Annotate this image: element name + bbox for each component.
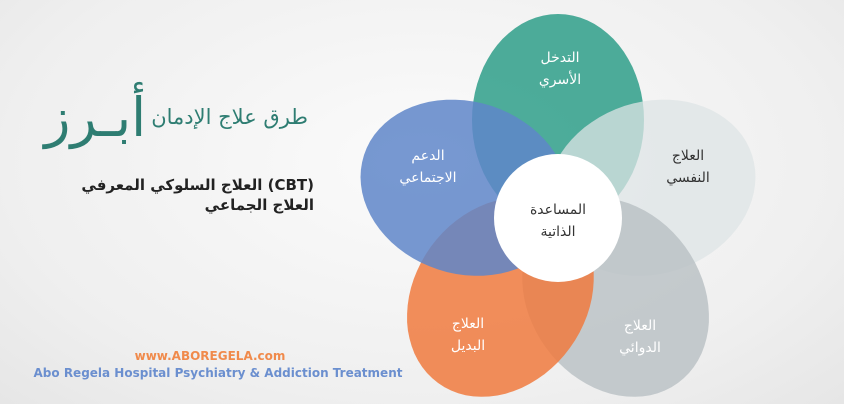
page-title: طرق علاج الإدمان أبـرز [44, 88, 314, 147]
subtitle-group: العلاج الجماعي [204, 196, 314, 214]
petal-label: الاجتماعي [399, 170, 456, 186]
petal-label: الأسري [539, 70, 581, 88]
center-circle [494, 154, 622, 282]
tagline: Abo Regela Hospital Psychiatry & Addicti… [33, 366, 403, 380]
title-subtext: طرق علاج الإدمان [151, 105, 308, 130]
petal-label: التدخل [541, 50, 580, 66]
title-main: أبـرز [44, 86, 147, 149]
petal-label: العلاج [452, 316, 484, 332]
petal-label: العلاج [624, 318, 656, 334]
petal-label: الدعم [411, 148, 444, 164]
petal-label: الدوائي [619, 340, 661, 356]
center-label: الذاتية [540, 224, 575, 240]
subtitle-cbt: (CBT) العلاج السلوكي المعرفي [81, 176, 314, 194]
petal-label: البديل [451, 338, 485, 354]
website-link[interactable]: www.ABOREGELA.com [134, 349, 286, 363]
center-label: المساعدة [530, 202, 586, 218]
petal-label: النفسي [666, 170, 710, 186]
petal-label: العلاج [672, 148, 704, 164]
